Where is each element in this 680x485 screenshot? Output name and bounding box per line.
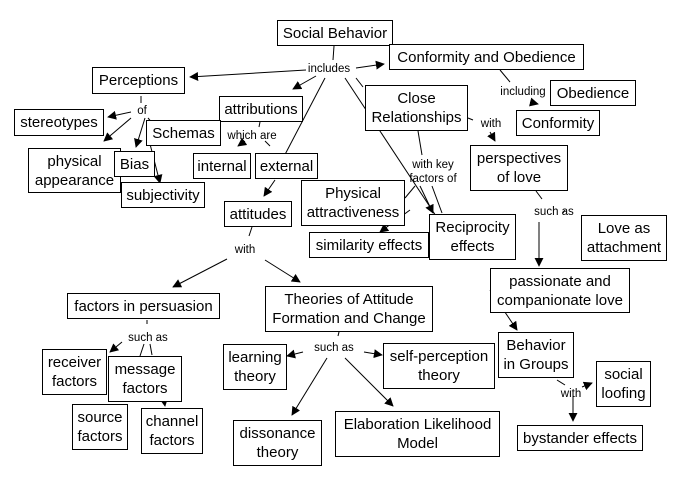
connector-line (562, 209, 566, 214)
connector-line (278, 77, 326, 167)
connector-line (355, 77, 364, 88)
concept-conformity[interactable]: Conformity (516, 110, 600, 136)
connector-line (556, 379, 566, 386)
connector-arrow (149, 143, 163, 184)
concept-internal[interactable]: internal (193, 153, 251, 179)
concept-bias[interactable]: Bias (114, 151, 155, 177)
connector-arrow (363, 349, 383, 359)
connector-line (404, 185, 416, 199)
concept-conformity-and-obedience[interactable]: Conformity and Obedience (389, 44, 584, 70)
connector-arrow (107, 110, 132, 120)
concept-physical-attractiveness[interactable]: Physical attractiveness (301, 180, 405, 226)
connector-arrow (286, 349, 304, 359)
concept-subjectivity[interactable]: subjectivity (121, 182, 205, 208)
concept-social-behavior[interactable]: Social Behavior (277, 20, 393, 46)
link-label-such-as-persuasion: such as (128, 332, 168, 344)
connector-arrow (419, 185, 434, 214)
connector-line (467, 117, 474, 121)
concept-external[interactable]: external (255, 153, 318, 179)
link-label-of: of (137, 105, 147, 117)
concept-stereotypes[interactable]: stereotypes (14, 109, 104, 136)
concept-dissonance-theory[interactable]: dissonance theory (233, 420, 322, 466)
concept-theories-attitude-formation[interactable]: Theories of Attitude Formation and Chang… (265, 286, 433, 332)
connector-arrow (264, 259, 301, 283)
link-label-which-are: which are (227, 130, 277, 142)
concept-social-loafing[interactable]: social loofing (596, 361, 651, 407)
concept-elaboration-likelihood-model[interactable]: Elaboration Likelihood Model (335, 411, 500, 457)
connector-arrow (581, 381, 593, 391)
connector-line (139, 343, 145, 357)
connector-arrow (103, 117, 132, 142)
link-label-with-love: with (480, 118, 502, 130)
concept-receiver-factors[interactable]: receiver factors (42, 349, 107, 395)
link-label-with-groups: with (560, 388, 582, 400)
connector-arrow (487, 131, 496, 142)
connector-line (431, 185, 443, 214)
concept-similarity-effects[interactable]: similarity effects (309, 232, 429, 258)
connector-line (258, 121, 261, 128)
connector-arrow (263, 179, 276, 197)
connector-line (344, 77, 437, 217)
concept-reciprocity-effects[interactable]: Reciprocity effects (429, 214, 516, 260)
link-label-such-as-love: such as (534, 206, 574, 218)
concept-love-as-attachment[interactable]: Love as attachment (581, 215, 667, 261)
link-label-with-attitudes: with (234, 244, 256, 256)
connector-arrow (189, 69, 307, 82)
connector-line (337, 331, 340, 337)
connector-arrow (291, 357, 328, 416)
link-label-with-key-factors: with key factors of (409, 159, 457, 185)
concept-bystander-effects[interactable]: bystander effects (517, 425, 643, 451)
concept-obedience[interactable]: Obedience (550, 80, 636, 106)
connector-line (149, 343, 153, 356)
connector-arrow (134, 117, 146, 148)
connector-line (535, 190, 543, 200)
concept-passionate-companionate-love[interactable]: passionate and companionate love (490, 268, 630, 313)
concept-physical-appearance[interactable]: physical appearance (28, 148, 121, 193)
concept-schemas[interactable]: Schemas (146, 120, 221, 146)
connector-line (332, 45, 335, 61)
concept-close-relationships[interactable]: Close Relationships (365, 85, 468, 131)
concept-self-perception-theory[interactable]: self-perception theory (383, 343, 495, 389)
concept-perceptions[interactable]: Perceptions (92, 67, 185, 94)
link-label-such-as-theories: such as (314, 342, 354, 354)
connector-line (499, 69, 511, 83)
connector-arrow (344, 357, 394, 407)
concept-source-factors[interactable]: source factors (72, 404, 128, 450)
connector-line (417, 130, 423, 156)
connector-arrow (109, 341, 123, 353)
connector-line (248, 226, 253, 237)
concept-learning-theory[interactable]: learning theory (223, 344, 287, 390)
link-label-includes: includes (307, 63, 351, 75)
concept-perspectives-of-love[interactable]: perspectives of love (470, 145, 568, 191)
concept-factors-in-persuasion[interactable]: factors in persuasion (67, 293, 220, 319)
connector-arrow (237, 137, 248, 147)
concept-message-factors[interactable]: message factors (108, 356, 182, 402)
connector-arrow (529, 97, 539, 107)
concept-channel-factors[interactable]: channel factors (141, 408, 203, 454)
concept-attributions[interactable]: attributions (219, 96, 303, 122)
connector-arrow (355, 60, 385, 70)
connector-arrow (172, 258, 228, 288)
connector-arrow (292, 75, 317, 90)
connector-line (264, 140, 271, 147)
concept-behavior-in-groups[interactable]: Behavior in Groups (498, 332, 574, 378)
concept-attitudes[interactable]: attitudes (224, 201, 292, 227)
link-label-including: including (500, 86, 546, 98)
